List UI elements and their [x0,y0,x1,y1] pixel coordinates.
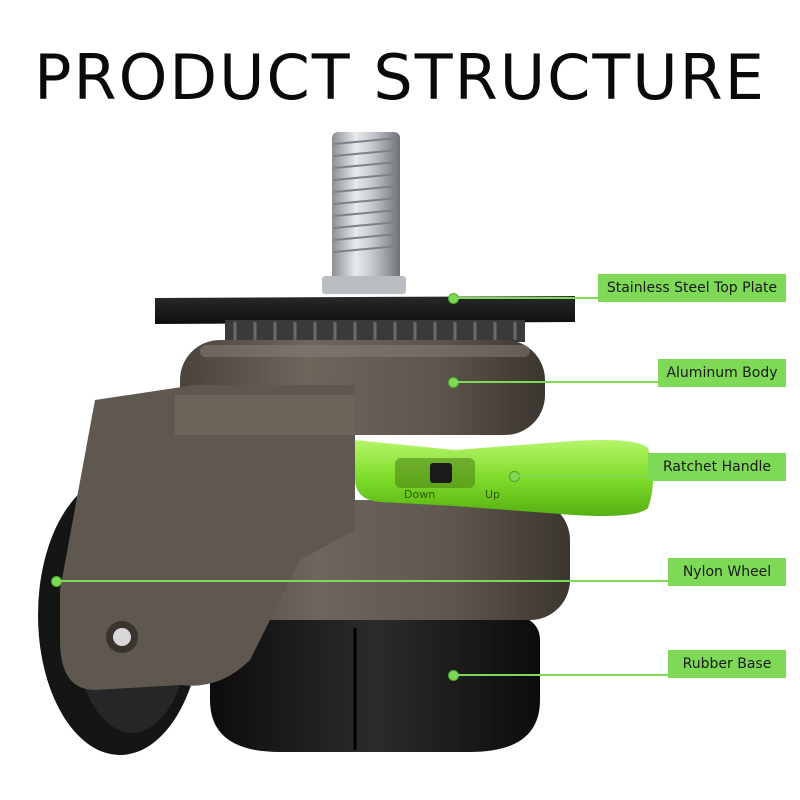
rubber-base [210,612,540,752]
callout-rubber-base: Rubber Base [668,650,786,678]
callout-nylon-wheel: Nylon Wheel [668,558,786,586]
threaded-bolt [322,132,406,294]
callout-top-plate: Stainless Steel Top Plate [598,274,786,302]
callout-line-top-plate [457,297,602,299]
callout-line-aluminum-body [457,381,662,383]
callout-line-rubber-base [457,674,682,676]
top-plate [155,296,575,342]
page-title: PRODUCT STRUCTURE [34,41,766,114]
callout-line-ratchet-handle [518,475,663,477]
fork-arm [60,385,355,690]
ratchet-handle [355,440,653,516]
callout-aluminum-body: Aluminum Body [658,359,786,387]
up-label: Up [484,488,500,501]
callout-line-nylon-wheel [60,580,680,582]
handle-direction-labels: Down Up [404,488,500,501]
down-label: Down [404,488,436,501]
callout-ratchet-handle: Ratchet Handle [648,453,786,481]
